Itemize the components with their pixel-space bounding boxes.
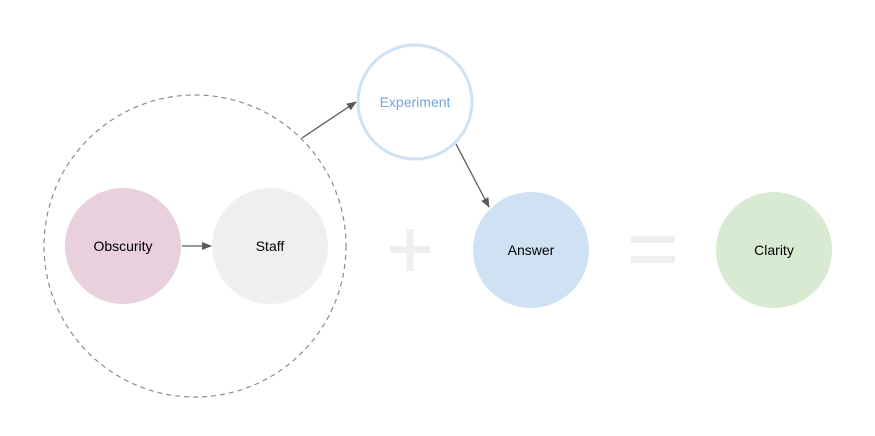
arrow-experiment-to-answer <box>455 143 490 208</box>
experiment-circle <box>356 43 474 161</box>
clarity-label: Clarity <box>754 242 794 258</box>
node-obscurity: Obscurity <box>65 188 181 304</box>
group-dashed-circle <box>43 94 347 398</box>
node-answer: Answer <box>473 192 589 308</box>
arrow-group-to-experiment <box>301 101 357 139</box>
answer-label: Answer <box>508 242 555 258</box>
obscurity-circle <box>65 188 181 304</box>
node-experiment: Experiment <box>356 43 474 161</box>
plus-operator: + <box>390 229 430 271</box>
answer-circle <box>473 192 589 308</box>
obscurity-label: Obscurity <box>93 238 152 254</box>
staff-circle <box>212 188 328 304</box>
equals-operator: = <box>631 236 675 263</box>
node-clarity: Clarity <box>716 192 832 308</box>
node-staff: Staff <box>212 188 328 304</box>
staff-label: Staff <box>256 238 285 254</box>
experiment-label: Experiment <box>380 94 451 110</box>
clarity-circle <box>716 192 832 308</box>
